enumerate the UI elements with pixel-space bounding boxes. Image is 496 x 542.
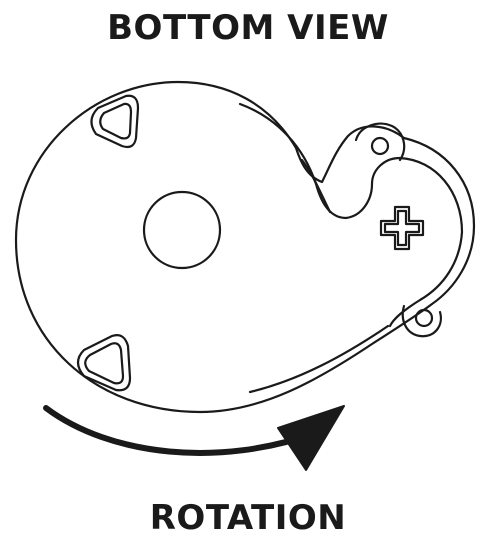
mounting-hole-top <box>370 136 390 156</box>
housing-outline <box>14 80 476 414</box>
mounting-hole-bottom <box>414 308 434 328</box>
center-shaft-circle <box>142 190 222 270</box>
cross-spline-outer <box>379 205 425 251</box>
housing-inner-contour <box>238 102 464 328</box>
housing-ridge <box>300 158 332 214</box>
rotation-label: ROTATION <box>149 498 347 538</box>
curved-arrow-clockwise-icon <box>43 405 345 471</box>
mounting-ear-top <box>354 122 406 162</box>
view-title: BOTTOM VIEW <box>107 8 389 48</box>
rotation-arrow-shaft <box>43 405 321 456</box>
triangle-tab-top-outer <box>90 94 140 149</box>
triangle-tab-bottom-outer <box>76 334 132 392</box>
housing-lower-sweep <box>248 324 390 394</box>
mounting-ear-bottom <box>401 304 442 338</box>
triangle-tab-bottom-inner <box>84 342 125 385</box>
triangle-tab-top-inner <box>99 102 133 140</box>
cross-spline-inner <box>383 209 421 247</box>
rotation-arrow-head <box>277 405 345 471</box>
